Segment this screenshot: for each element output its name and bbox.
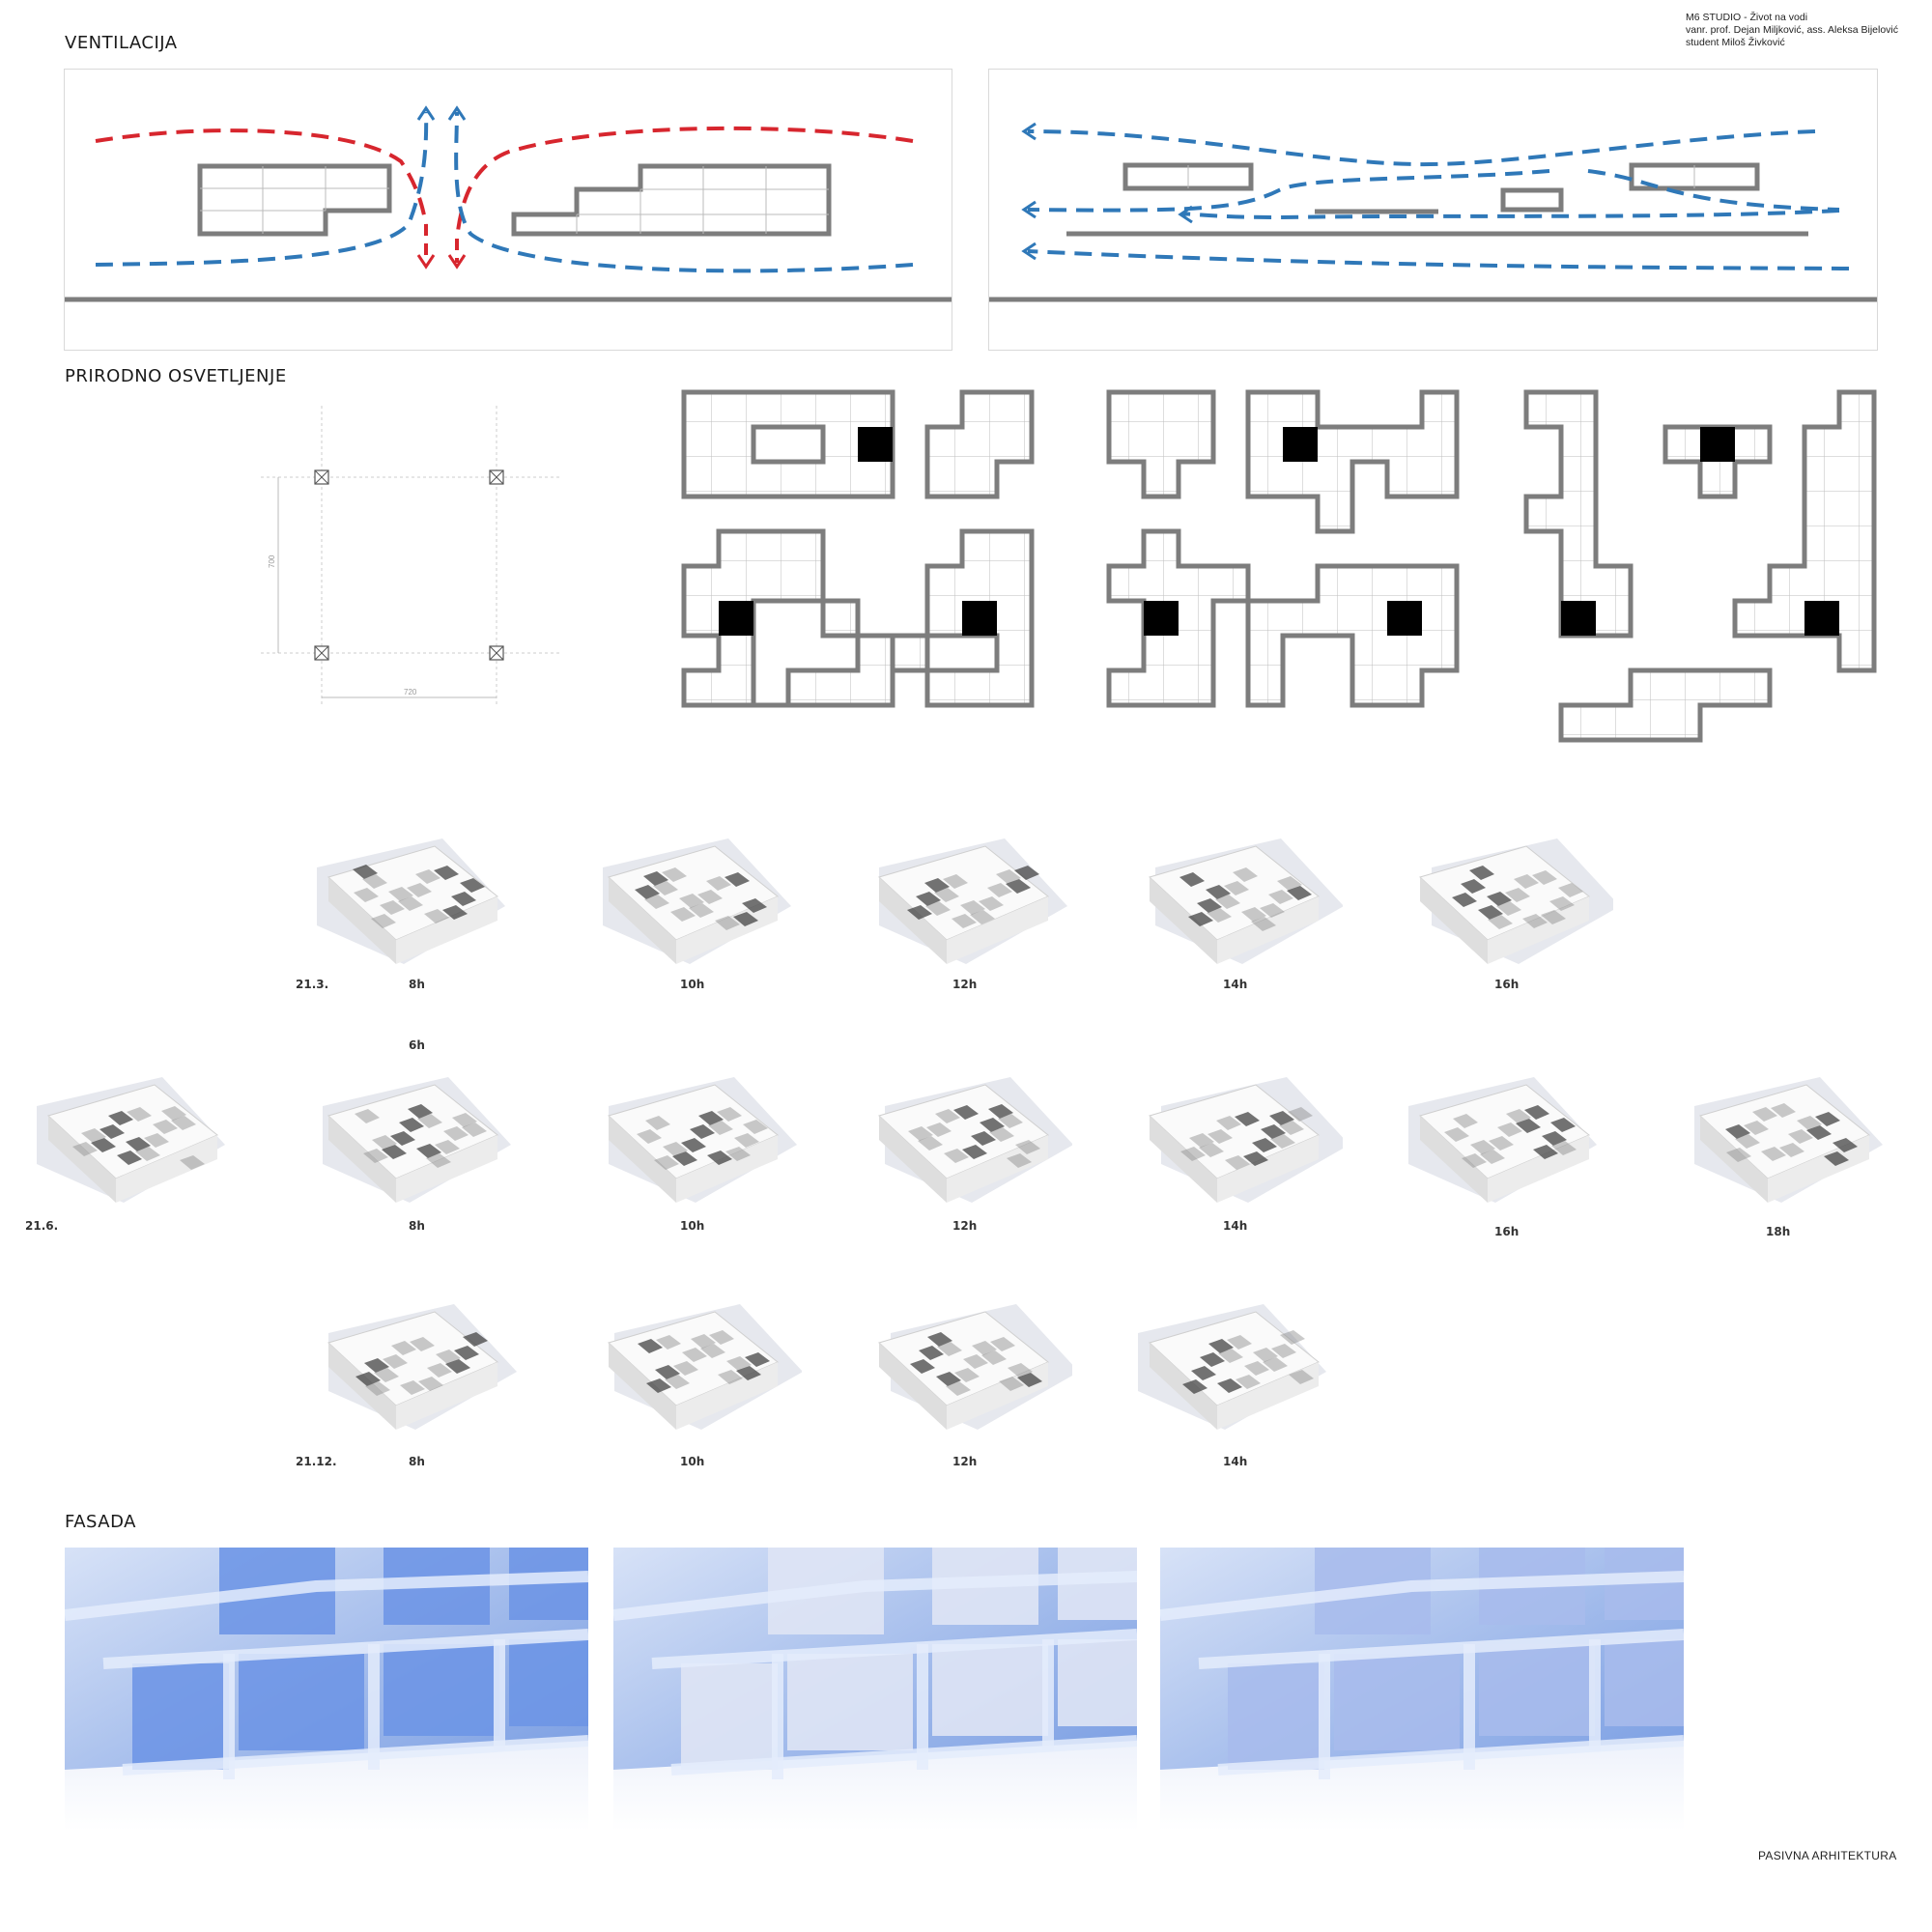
section-title-ventilation: VENTILACIJA (65, 33, 178, 53)
ventilation-plan-diagram (989, 122, 1877, 302)
time-label: 10h (680, 1455, 705, 1468)
structural-grid-module: 700 720 (261, 406, 570, 715)
shadow-render-thumbnail (878, 1077, 1072, 1203)
grid-dimension-vertical: 700 (268, 554, 276, 568)
shadow-render-thumbnail (1408, 1077, 1597, 1203)
credits-line-3: student Miloš Živković (1686, 37, 1785, 48)
time-label: 10h (680, 1219, 705, 1233)
time-label: 16h (1494, 978, 1520, 991)
shadow-render-thumbnail (327, 1304, 517, 1430)
shadow-render-thumbnail (608, 1077, 797, 1203)
shadow-render-thumbnail (323, 1077, 511, 1203)
shadow-render-thumbnail (608, 1304, 802, 1430)
time-label: 14h (1223, 978, 1248, 991)
date-label-dec: 21.12. (296, 1455, 337, 1468)
date-label-mar: 21.3. (296, 978, 329, 991)
date-label-jun: 21.6. (25, 1219, 59, 1233)
time-label: 18h (1766, 1225, 1791, 1238)
shadow-render-thumbnail (37, 1077, 225, 1203)
shadow-render-thumbnail (1694, 1077, 1883, 1203)
shadow-render-thumbnail (1149, 1077, 1343, 1203)
shadow-render-thumbnail (317, 838, 505, 964)
time-label: 12h (952, 1219, 978, 1233)
floor-plans-svg (681, 389, 1877, 743)
time-label: 8h (409, 1219, 425, 1233)
shadow-render-thumbnail (1419, 838, 1613, 964)
shadow-render-thumbnail (1138, 1304, 1326, 1430)
time-label: 6h (409, 1038, 425, 1052)
shadow-render-thumbnail (878, 1304, 1072, 1430)
lighting-floor-plans (676, 386, 1884, 753)
time-label: 10h (680, 978, 705, 991)
ventilation-panel-plan (988, 69, 1878, 351)
section-title-facade: FASADA (65, 1512, 136, 1532)
facade-render-frosted (613, 1548, 1137, 1831)
time-label: 16h (1494, 1225, 1520, 1238)
footer-title: PASIVNA ARHITEKTURA (1758, 1849, 1897, 1862)
section-title-lighting: PRIRODNO OSVETLJENJE (65, 366, 287, 386)
time-label: 14h (1223, 1219, 1248, 1233)
time-label: 12h (952, 978, 978, 991)
credits-line-2: vanr. prof. Dejan Miljković, ass. Aleksa… (1686, 24, 1899, 36)
ventilation-panel-section (64, 69, 952, 351)
time-label: 12h (952, 1455, 978, 1468)
credits: M6 STUDIO - Život na vodi vanr. prof. De… (1686, 12, 1918, 49)
time-label: 8h (409, 978, 425, 991)
credits-line-1: M6 STUDIO - Život na vodi (1686, 12, 1808, 23)
time-label: 14h (1223, 1455, 1248, 1468)
facade-render-mixed (1160, 1548, 1684, 1831)
grid-dimension-horizontal: 720 (404, 688, 417, 696)
facade-render-clear (65, 1548, 588, 1831)
shadow-study: 21.3. 8h 10h 12h 14h 16h 6h 21.6. 8h 10h… (0, 792, 1932, 1478)
ventilation-section-diagram (65, 105, 952, 302)
time-label: 8h (409, 1455, 425, 1468)
shadow-render-thumbnail (878, 838, 1067, 964)
shadow-render-thumbnail (603, 838, 791, 964)
shadow-render-thumbnail (1149, 838, 1343, 964)
